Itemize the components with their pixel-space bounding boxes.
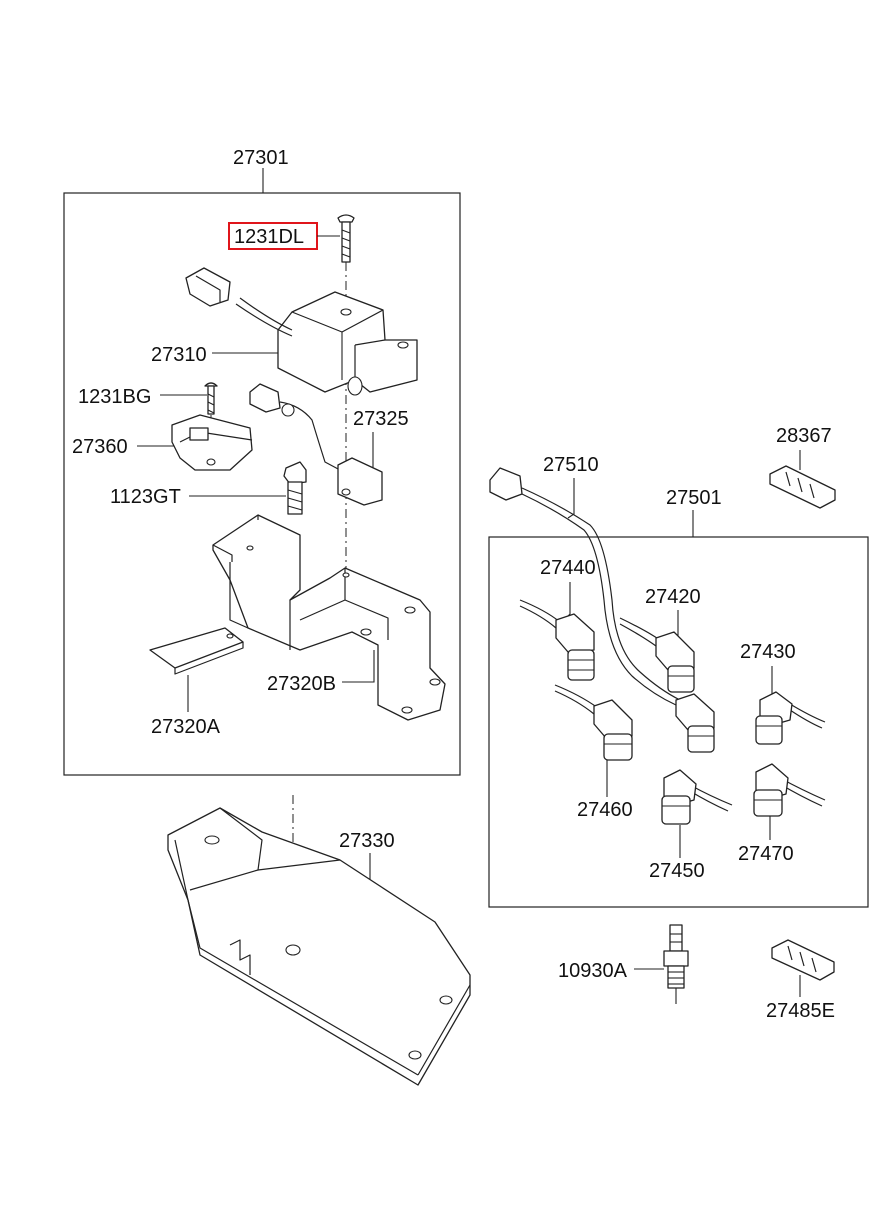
label-27440[interactable]: 27440 bbox=[540, 557, 596, 579]
label-27320B[interactable]: 27320B bbox=[267, 673, 336, 695]
plug-end-27510[interactable] bbox=[675, 693, 715, 753]
plug-cable-27460[interactable] bbox=[554, 684, 633, 761]
cover-27330[interactable] bbox=[167, 807, 471, 1086]
label-27301[interactable]: 27301 bbox=[233, 147, 289, 169]
spark-plug-10930A[interactable] bbox=[663, 924, 689, 1004]
label-27420[interactable]: 27420 bbox=[645, 586, 701, 608]
group-box-27301 bbox=[63, 192, 461, 776]
label-27430[interactable]: 27430 bbox=[740, 641, 796, 663]
label-27460[interactable]: 27460 bbox=[577, 799, 633, 821]
clip-27485E[interactable] bbox=[771, 939, 835, 981]
sensor-27325[interactable] bbox=[249, 383, 383, 506]
label-1231DL[interactable]: 1231DL bbox=[234, 226, 304, 248]
plug-cable-27420[interactable] bbox=[619, 617, 695, 693]
plug-cable-27430[interactable] bbox=[755, 691, 826, 745]
plate-27320A[interactable] bbox=[149, 627, 244, 675]
label-10930A[interactable]: 10930A bbox=[558, 960, 628, 982]
label-27485E[interactable]: 27485E bbox=[766, 1000, 835, 1022]
group-box-27501 bbox=[488, 536, 869, 908]
label-27501[interactable]: 27501 bbox=[666, 487, 722, 509]
label-27360[interactable]: 27360 bbox=[72, 436, 128, 458]
label-27320A[interactable]: 27320A bbox=[151, 716, 221, 738]
label-27325[interactable]: 27325 bbox=[353, 408, 409, 430]
bolt-1123GT[interactable] bbox=[283, 461, 307, 515]
label-27450[interactable]: 27450 bbox=[649, 860, 705, 882]
cable-27510[interactable] bbox=[489, 467, 681, 706]
label-27470[interactable]: 27470 bbox=[738, 843, 794, 865]
bracket-27320B[interactable] bbox=[212, 514, 446, 721]
module-27360[interactable] bbox=[171, 414, 253, 471]
plug-cable-27440[interactable] bbox=[519, 599, 595, 681]
label-27510[interactable]: 27510 bbox=[543, 454, 599, 476]
ignition-coil-27310[interactable] bbox=[185, 267, 418, 396]
label-27310[interactable]: 27310 bbox=[151, 344, 207, 366]
screw-1231DL[interactable] bbox=[337, 214, 355, 263]
screw-1231BG[interactable] bbox=[204, 382, 218, 415]
clip-28367[interactable] bbox=[769, 465, 836, 509]
plug-cable-27450[interactable] bbox=[661, 769, 733, 825]
label-27330[interactable]: 27330 bbox=[339, 830, 395, 852]
label-28367[interactable]: 28367 bbox=[776, 425, 832, 447]
label-1123GT[interactable]: 1123GT bbox=[110, 486, 181, 508]
plug-cable-27470[interactable] bbox=[753, 763, 826, 817]
label-1231BG[interactable]: 1231BG bbox=[78, 386, 151, 408]
